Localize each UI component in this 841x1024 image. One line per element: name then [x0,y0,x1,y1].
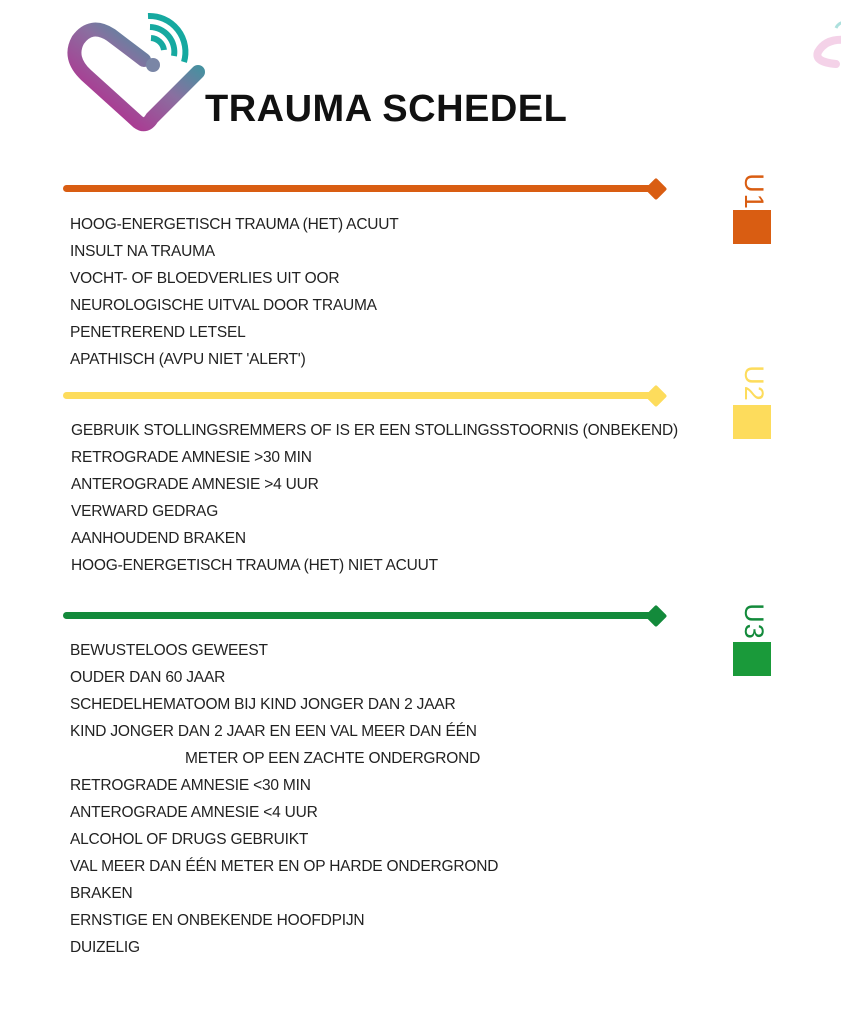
list-item: RETROGRADE AMNESIE <30 MIN [70,777,311,794]
list-item: PENETREREND LETSEL [70,324,246,341]
heart-signal-logo-icon [67,12,205,132]
u2-level-label: U2 [738,364,769,402]
list-item: ERNSTIGE EN ONBEKENDE HOOFDPIJN [70,912,365,929]
u3-criteria-list: BEWUSTELOOS GEWEEST OUDER DAN 60 JAAR SC… [70,637,498,961]
u3-level-square [733,642,771,676]
u1-level-label: U1 [738,172,769,210]
list-item: BRAKEN [70,885,133,902]
list-item: AANHOUDEND BRAKEN [71,530,246,547]
list-item: RETROGRADE AMNESIE >30 MIN [71,449,312,466]
list-item: INSULT NA TRAUMA [70,243,215,260]
u2-diamond-marker [644,384,668,408]
list-item: APATHISCH (AVPU NIET 'ALERT') [70,351,306,368]
list-item: NEUROLOGISCHE UITVAL DOOR TRAUMA [70,297,377,314]
u1-diamond-marker [644,177,668,201]
faded-logo-icon [813,21,841,68]
list-item-continuation-text: METER OP EEN ZACHTE ONDERGROND [185,750,481,767]
u2-criteria-list: GEBRUIK STOLLINGSREMMERS OF IS ER EEN ST… [71,417,678,579]
page-title: TRAUMA SCHEDEL [205,88,568,130]
list-item: DUIZELIG [70,939,140,956]
list-item: VOCHT- OF BLOEDVERLIES UIT OOR [70,270,340,287]
u1-criteria-list: HOOG-ENERGETISCH TRAUMA (HET) ACUUT INSU… [70,211,399,373]
u1-divider-line [63,185,663,192]
list-item: VAL MEER DAN ÉÉN METER EN OP HARDE ONDER… [70,858,499,875]
list-item-continuation: METER OP EEN ZACHTE ONDERGROND [70,745,498,772]
list-item: VERWARD GEDRAG [71,503,219,520]
u1-level-square [733,210,771,244]
list-item: OUDER DAN 60 JAAR [70,669,226,686]
list-item: ANTEROGRADE AMNESIE <4 UUR [70,804,318,821]
u3-level-label: U3 [738,602,769,640]
u2-divider-line [63,392,663,399]
list-item: ALCOHOL OF DRUGS GEBRUIKT [70,831,309,848]
list-item: ANTEROGRADE AMNESIE >4 UUR [71,476,319,493]
list-item: HOOG-ENERGETISCH TRAUMA (HET) NIET ACUUT [71,557,438,574]
u3-divider-line [63,612,663,619]
u2-level-square [733,405,771,439]
list-item: SCHEDELHEMATOOM BIJ KIND JONGER DAN 2 JA… [70,696,456,713]
list-item: HOOG-ENERGETISCH TRAUMA (HET) ACUUT [70,216,399,233]
list-item: BEWUSTELOOS GEWEEST [70,642,268,659]
list-item: GEBRUIK STOLLINGSREMMERS OF IS ER EEN ST… [71,422,678,439]
list-item: KIND JONGER DAN 2 JAAR EN EEN VAL MEER D… [70,723,477,740]
u3-diamond-marker [644,604,668,628]
